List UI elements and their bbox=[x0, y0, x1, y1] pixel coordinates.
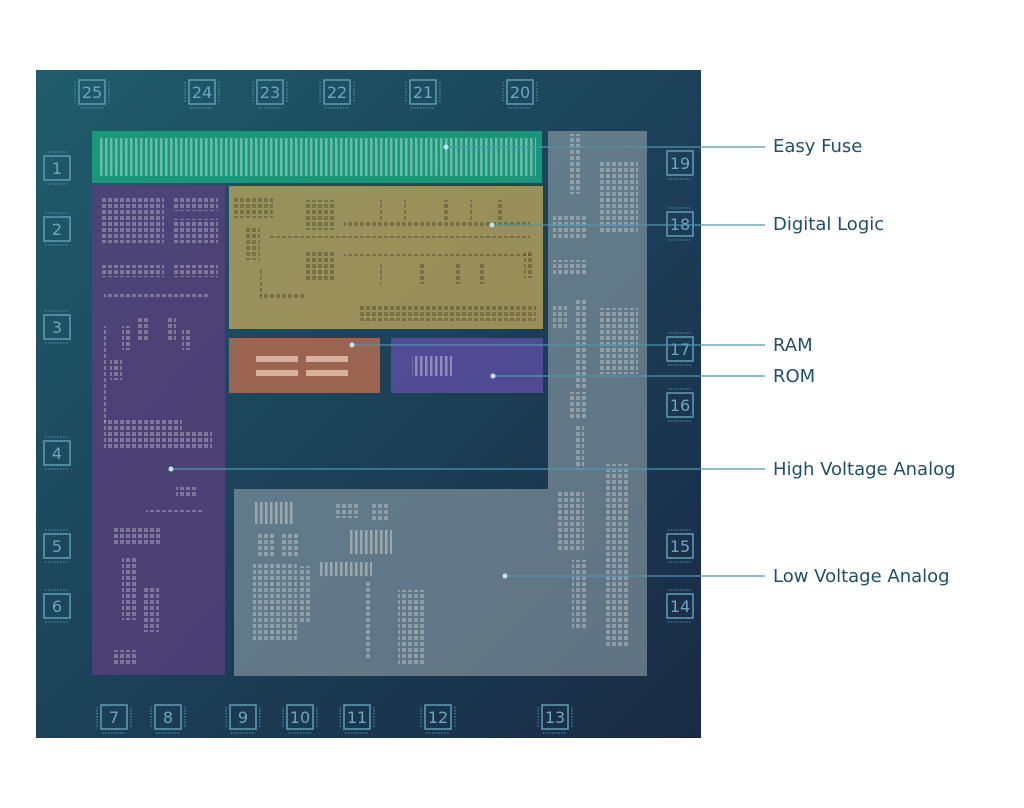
bond-pad-number: 2 bbox=[52, 220, 62, 239]
bond-pad-25: 25 bbox=[74, 79, 110, 109]
label-ram: RAM bbox=[773, 335, 813, 356]
bond-pad-8: 8 bbox=[150, 704, 186, 734]
bond-pad-15: 15 bbox=[666, 529, 694, 563]
label-easy-fuse: Easy Fuse bbox=[773, 136, 863, 157]
leader-line bbox=[490, 373, 765, 379]
block-digital-logic bbox=[229, 186, 543, 329]
bond-pad-1: 1 bbox=[43, 151, 71, 185]
bond-pad-number: 16 bbox=[670, 396, 690, 415]
leader-line bbox=[443, 144, 765, 150]
bond-pad-number: 9 bbox=[238, 708, 248, 727]
bond-pad-10: 10 bbox=[282, 704, 318, 734]
bond-pad-24: 24 bbox=[184, 79, 220, 109]
label-rom: ROM bbox=[773, 366, 816, 387]
bond-pad-number: 10 bbox=[290, 708, 310, 727]
leader-line bbox=[349, 342, 765, 348]
block-rom bbox=[391, 338, 543, 393]
bond-pad-9: 9 bbox=[225, 704, 261, 734]
block-ram bbox=[229, 338, 380, 393]
bond-pad-21: 21 bbox=[405, 79, 441, 109]
block-high-voltage-analog bbox=[92, 185, 225, 675]
leader-lines bbox=[168, 144, 765, 579]
leader-dot bbox=[349, 342, 355, 348]
bond-pad-7: 7 bbox=[96, 704, 132, 734]
bond-pad-3: 3 bbox=[43, 310, 71, 344]
bond-pad-number: 1 bbox=[52, 159, 62, 178]
bond-pad-number: 22 bbox=[327, 83, 347, 102]
block-easy-fuse bbox=[92, 131, 542, 183]
bond-pad-number: 13 bbox=[545, 708, 565, 727]
leader-dot bbox=[168, 466, 174, 472]
bond-pad-22: 22 bbox=[319, 79, 355, 109]
bond-pad-number: 11 bbox=[347, 708, 367, 727]
block-low-voltage-analog bbox=[234, 131, 647, 676]
bond-pad-number: 20 bbox=[510, 83, 530, 102]
bond-pad-12: 12 bbox=[420, 704, 456, 734]
label-high-voltage-analog: High Voltage Analog bbox=[773, 459, 956, 480]
leader-line bbox=[168, 466, 765, 472]
leader-line bbox=[502, 573, 765, 579]
leader-dot bbox=[502, 573, 508, 579]
bond-pad-number: 25 bbox=[82, 83, 102, 102]
leader-line bbox=[489, 222, 765, 228]
bond-pad-20: 20 bbox=[502, 79, 538, 109]
bond-pad-number: 4 bbox=[52, 444, 62, 463]
leader-dot bbox=[489, 222, 495, 228]
bond-pad-number: 17 bbox=[670, 340, 690, 359]
bond-pad-19: 19 bbox=[666, 146, 694, 180]
bond-pad-4: 4 bbox=[43, 436, 71, 470]
bond-pad-23: 23 bbox=[252, 79, 288, 109]
bond-pad-13: 13 bbox=[537, 704, 573, 734]
bond-pad-17: 17 bbox=[666, 332, 694, 366]
bond-pad-number: 19 bbox=[670, 154, 690, 173]
label-low-voltage-analog: Low Voltage Analog bbox=[773, 566, 950, 587]
bond-pad-number: 15 bbox=[670, 537, 690, 556]
bond-pad-14: 14 bbox=[666, 589, 694, 623]
leader-dot bbox=[443, 144, 449, 150]
bond-pad-number: 12 bbox=[428, 708, 448, 727]
bond-pad-number: 8 bbox=[163, 708, 173, 727]
bond-pad-number: 24 bbox=[192, 83, 212, 102]
bond-pad-11: 11 bbox=[339, 704, 375, 734]
bond-pad-6: 6 bbox=[43, 589, 71, 623]
bond-pad-number: 21 bbox=[413, 83, 433, 102]
label-digital-logic: Digital Logic bbox=[773, 214, 885, 235]
bond-pad-number: 7 bbox=[109, 708, 119, 727]
bond-pad-16: 16 bbox=[666, 388, 694, 422]
bond-pad-number: 5 bbox=[52, 537, 62, 556]
bond-pad-number: 3 bbox=[52, 318, 62, 337]
bond-pad-number: 6 bbox=[52, 597, 62, 616]
bond-pad-2: 2 bbox=[43, 212, 71, 246]
leader-dot bbox=[490, 373, 496, 379]
bond-pad-number: 23 bbox=[260, 83, 280, 102]
bond-pad-number: 14 bbox=[670, 597, 690, 616]
bond-pad-5: 5 bbox=[43, 529, 71, 563]
